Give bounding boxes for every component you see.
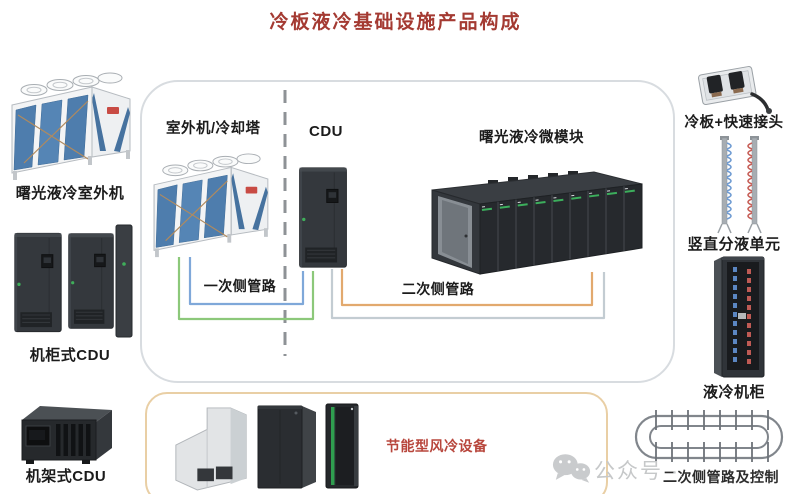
rack-cdu-label: 机架式CDU <box>25 468 107 485</box>
ring-piping-label: 二次侧管路及控制 <box>663 469 779 485</box>
air-handler-image <box>170 402 254 492</box>
watermark-text: 公众号 · <box>594 460 680 483</box>
cold-plate-image <box>690 60 776 116</box>
secondary-pipe-label: 二次侧管路 <box>401 281 475 297</box>
liquid-cooling-cabinet-image <box>710 253 770 381</box>
air-cooling-label: 节能型风冷设备 <box>386 438 488 454</box>
manifold-label: 竖直分液单元 <box>687 236 781 253</box>
green-stripe-cabinet-image <box>322 400 364 492</box>
module-section-label: 曙光液冷微模块 <box>479 130 584 146</box>
primary-pipe-label: 一次侧管路 <box>203 278 277 294</box>
cabinet-cdu-image-1 <box>12 225 64 340</box>
cabinet-cdu-side-panel <box>115 224 133 338</box>
cooling-tower-image <box>146 152 274 260</box>
wechat-icon <box>552 452 592 485</box>
micro-module-image <box>428 160 646 278</box>
cold-plate-label: 冷板+快速接头 <box>684 115 784 131</box>
cdu-image <box>296 165 350 270</box>
rack-cdu-image <box>16 398 116 466</box>
page-title: 冷板液冷基础设施产品构成 <box>269 12 522 33</box>
air-cooling-cabinet-image <box>254 398 320 492</box>
cabinet-cdu-label: 机柜式CDU <box>29 347 111 364</box>
outdoor-unit-image <box>4 70 136 184</box>
cabinet-cdu-image-2 <box>66 222 116 340</box>
outdoor-section-label: 室外机/冷却塔 <box>166 121 261 137</box>
manifold-image <box>710 134 768 236</box>
outdoor-unit-label: 曙光液冷室外机 <box>15 185 125 202</box>
cdu-section-label: CDU <box>309 123 343 140</box>
liquid-cooling-cabinet-label: 液冷机柜 <box>702 384 765 401</box>
